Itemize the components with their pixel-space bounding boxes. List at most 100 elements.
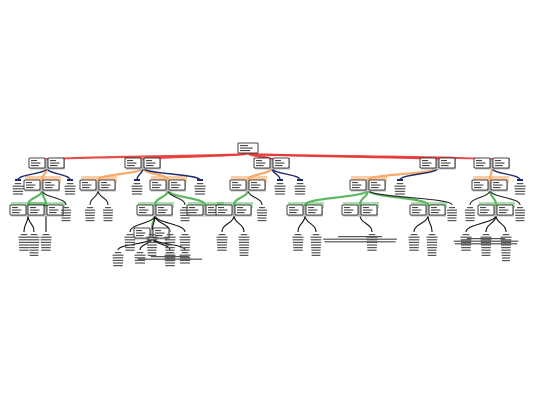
deep-leaf-note-0-1 xyxy=(28,236,40,238)
leaf-note-1-3 xyxy=(196,183,204,185)
branch-node-5-right-text xyxy=(495,165,503,167)
leaf-note-l3-1-1 xyxy=(103,214,113,216)
leaf-note-4-1 xyxy=(514,185,526,187)
long-caption-left xyxy=(137,258,203,260)
deep-leaf-note-2-3 xyxy=(180,247,190,249)
branch-node-2-left-text xyxy=(127,165,135,167)
deep-leaf-note-6-1 xyxy=(427,247,437,249)
deep-leaf-note-1-0 xyxy=(40,236,52,238)
leaf-note-0-0 xyxy=(12,190,24,192)
leaf-link xyxy=(489,189,521,206)
branch-node-3-left-text xyxy=(256,165,264,167)
l3-node-5-1-left-text xyxy=(480,207,486,209)
node-boxes xyxy=(9,142,514,240)
sub-node-0-1-left-text xyxy=(26,184,36,186)
sub-node-1-0-right-text xyxy=(101,184,111,186)
leaf-note-l3-5-2 xyxy=(515,212,525,214)
sub-node-4-0-right-text xyxy=(493,187,501,189)
l3-node-5-1-left-text xyxy=(480,212,488,214)
deep-leaf-note-4-1 xyxy=(311,252,321,254)
branch-node-5-left-text xyxy=(476,160,482,162)
l3-node-5-1-shadow xyxy=(479,206,514,217)
deep-leaf-note-6-1 xyxy=(426,239,438,241)
deep-leaf-note-0-1 xyxy=(29,249,39,251)
leaf-note-l3-5-0 xyxy=(464,209,476,211)
deep-leaf-link xyxy=(413,214,429,233)
branch-node-3-right-text xyxy=(275,160,281,162)
deep-leaf-link xyxy=(427,214,433,233)
l3-node-0-1-right-text xyxy=(49,209,59,211)
deep-leaf-note-6-0 xyxy=(408,236,420,238)
leaf-note-0-2 xyxy=(64,185,76,187)
l3-node-0-1-right-text xyxy=(49,207,55,209)
deep-leaf-note-6-1 xyxy=(427,249,437,251)
sub-node-1-2-right-text xyxy=(171,182,177,184)
sub-node-4-0-right-text xyxy=(493,184,503,186)
deep-leaf-note-2-3 xyxy=(179,236,191,238)
leaf-note-l3-2-1 xyxy=(179,209,191,211)
leaf-note-l3-1-0 xyxy=(85,214,95,216)
deep-node-left-text xyxy=(136,235,144,237)
deep-leaf-note-7-1 xyxy=(482,234,490,236)
l3-node-2-2-right-text xyxy=(208,207,214,209)
l3-link xyxy=(166,188,207,207)
deep2-leaf-0 xyxy=(113,265,123,267)
deep-leaf-note-6-0 xyxy=(408,241,420,243)
deep-leaf-note-3-0 xyxy=(216,241,228,243)
l3-node-2-0-left-text xyxy=(139,212,147,214)
leaf-note-l3-4-3 xyxy=(447,220,457,222)
l3-node-4-2-left-text xyxy=(412,207,418,209)
deep-leaf-link xyxy=(154,214,186,233)
l3-node-3-0-left-text xyxy=(218,212,226,214)
l3-node-0-1-shadow xyxy=(29,206,64,217)
branch-node-1-left-text xyxy=(31,162,41,164)
deep-leaf-note-7-2 xyxy=(501,254,511,256)
sub-node-2-0-left-text xyxy=(232,184,242,186)
deep-leaf-link xyxy=(221,214,235,233)
leaf-note-l3-0-2 xyxy=(61,212,71,214)
deep-leaf-note-7-1 xyxy=(480,236,492,238)
sub-node-4-0-shadow xyxy=(473,181,508,192)
leaf-note-1-3 xyxy=(194,190,206,192)
deep-leaf-note-7-1 xyxy=(480,241,492,243)
branch-node-4-left-text xyxy=(422,165,430,167)
leaf-note-l3-3-1 xyxy=(257,217,267,219)
leaf-note-l3-5-0 xyxy=(465,217,475,219)
deep-node-right-text xyxy=(155,232,165,234)
deep-leaf-note-4-1 xyxy=(311,249,321,251)
deep-leaf-link xyxy=(465,214,497,233)
l3-node-5-1-left-text xyxy=(480,209,490,211)
branch-node-2-right-text xyxy=(146,162,156,164)
deep-leaf-note-6-0 xyxy=(409,244,419,246)
leaf-link xyxy=(367,189,453,206)
sub-node-0-1-left-text xyxy=(26,187,34,189)
l3-node-2-2-right-text xyxy=(208,212,216,214)
root-node-text xyxy=(240,147,253,149)
l3-node-4-0-left-text xyxy=(289,207,295,209)
l3-node-4-0-right-text xyxy=(308,212,316,214)
leaf-note-2-1 xyxy=(274,188,286,190)
leaf-link xyxy=(97,189,109,206)
leaf-link xyxy=(167,189,186,206)
leaf-note-3-1 xyxy=(394,185,406,187)
deep-leaf-note-4-1 xyxy=(311,247,321,249)
deep-leaf-note-7-2 xyxy=(501,257,511,259)
deep-leaf-note-2-1 xyxy=(147,244,157,246)
l3-node-3-0-left-text xyxy=(218,207,224,209)
leaf-link xyxy=(89,189,99,206)
deep-leaf-note-2-2 xyxy=(164,239,176,241)
branch-node-5-left-text xyxy=(476,162,486,164)
l3-node-3-0-right-text xyxy=(237,207,243,209)
deep-leaf-note-2-0 xyxy=(125,244,135,246)
leaf-note-0-2 xyxy=(64,190,76,192)
deep2-leaf-2 xyxy=(165,262,175,264)
l3-node-0-1-left-text xyxy=(30,212,38,214)
l3-node-4-2-left-text xyxy=(412,212,420,214)
deep-leaf-note-2-0 xyxy=(125,249,135,251)
leaf-note-l3-1-0 xyxy=(85,220,95,222)
deep-leaf-note-0-0 xyxy=(19,249,29,251)
l3-node-4-1-left-text xyxy=(344,212,352,214)
leaf-note-1-1 xyxy=(131,185,143,187)
deep-leaf-note-2-3 xyxy=(181,234,189,236)
leaf-note-0-0 xyxy=(12,185,24,187)
